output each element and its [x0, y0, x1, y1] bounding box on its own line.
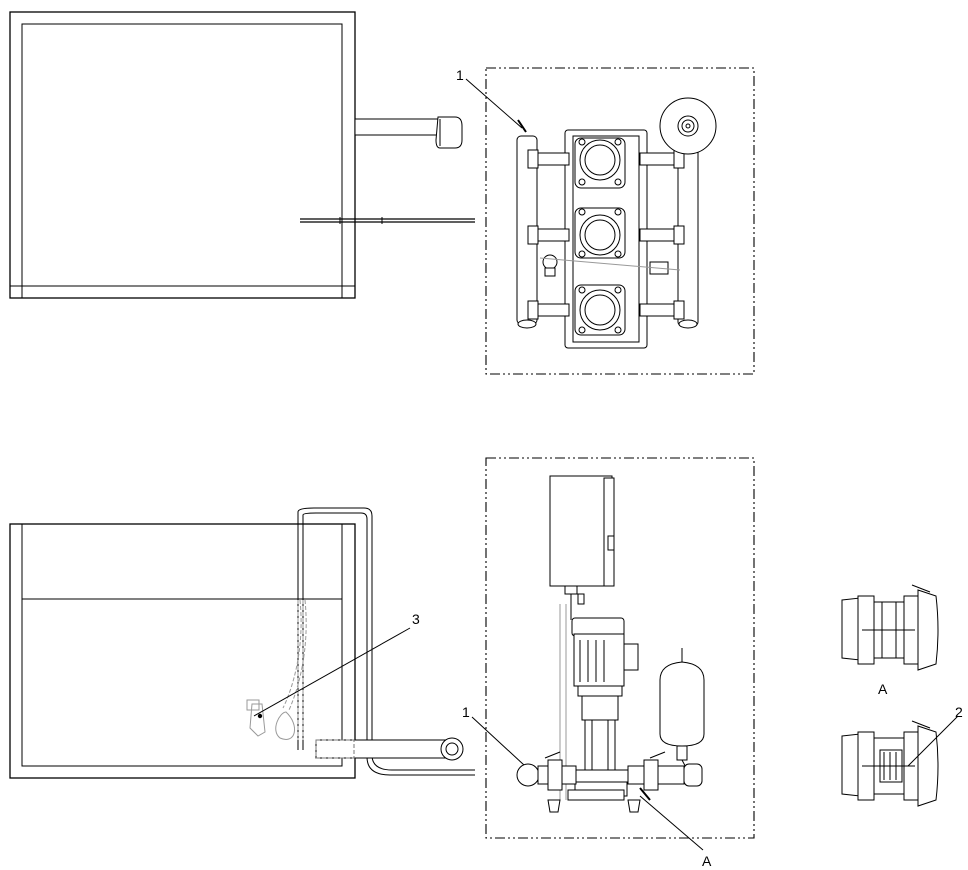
bottom-suction-pipe [297, 507, 475, 776]
top-pump-2 [574, 207, 626, 259]
top-pump-3 [574, 284, 626, 336]
top-callout-1-leader [465, 78, 523, 129]
view-a-label: A [878, 681, 888, 697]
bottom-manifold [516, 751, 703, 813]
top-unit-boundary [485, 67, 755, 375]
bottom-unit-boundary [485, 457, 755, 839]
top-callout-1: 1 [456, 67, 464, 83]
top-suction-line [300, 217, 475, 224]
callout-2: 2 [955, 704, 963, 720]
top-expansion-vessel [659, 97, 717, 155]
bottom-expansion-vessel [659, 648, 705, 776]
callout-3: 3 [412, 611, 420, 627]
control-box [549, 475, 615, 620]
bottom-pump-motor [559, 604, 639, 800]
detail-a-exterior [841, 584, 939, 671]
view-a-ref: A [702, 853, 712, 869]
view-a-ref-leader [639, 795, 704, 851]
callout-2-leader [907, 715, 959, 767]
bottom-callout-1: 1 [462, 704, 470, 720]
bottom-inlet-pipe [315, 737, 464, 761]
top-tank [9, 11, 356, 299]
callout-3-leader [253, 627, 411, 717]
top-valves-right [639, 149, 685, 320]
top-booster-set [516, 129, 699, 349]
bottom-callout-1-leader [471, 716, 525, 766]
detail-a-section [841, 720, 939, 807]
top-inlet-pipe [354, 116, 463, 149]
top-pump-1 [574, 137, 626, 189]
float-switch [246, 599, 307, 740]
bottom-tank [9, 523, 356, 779]
top-valves-left [527, 149, 570, 320]
